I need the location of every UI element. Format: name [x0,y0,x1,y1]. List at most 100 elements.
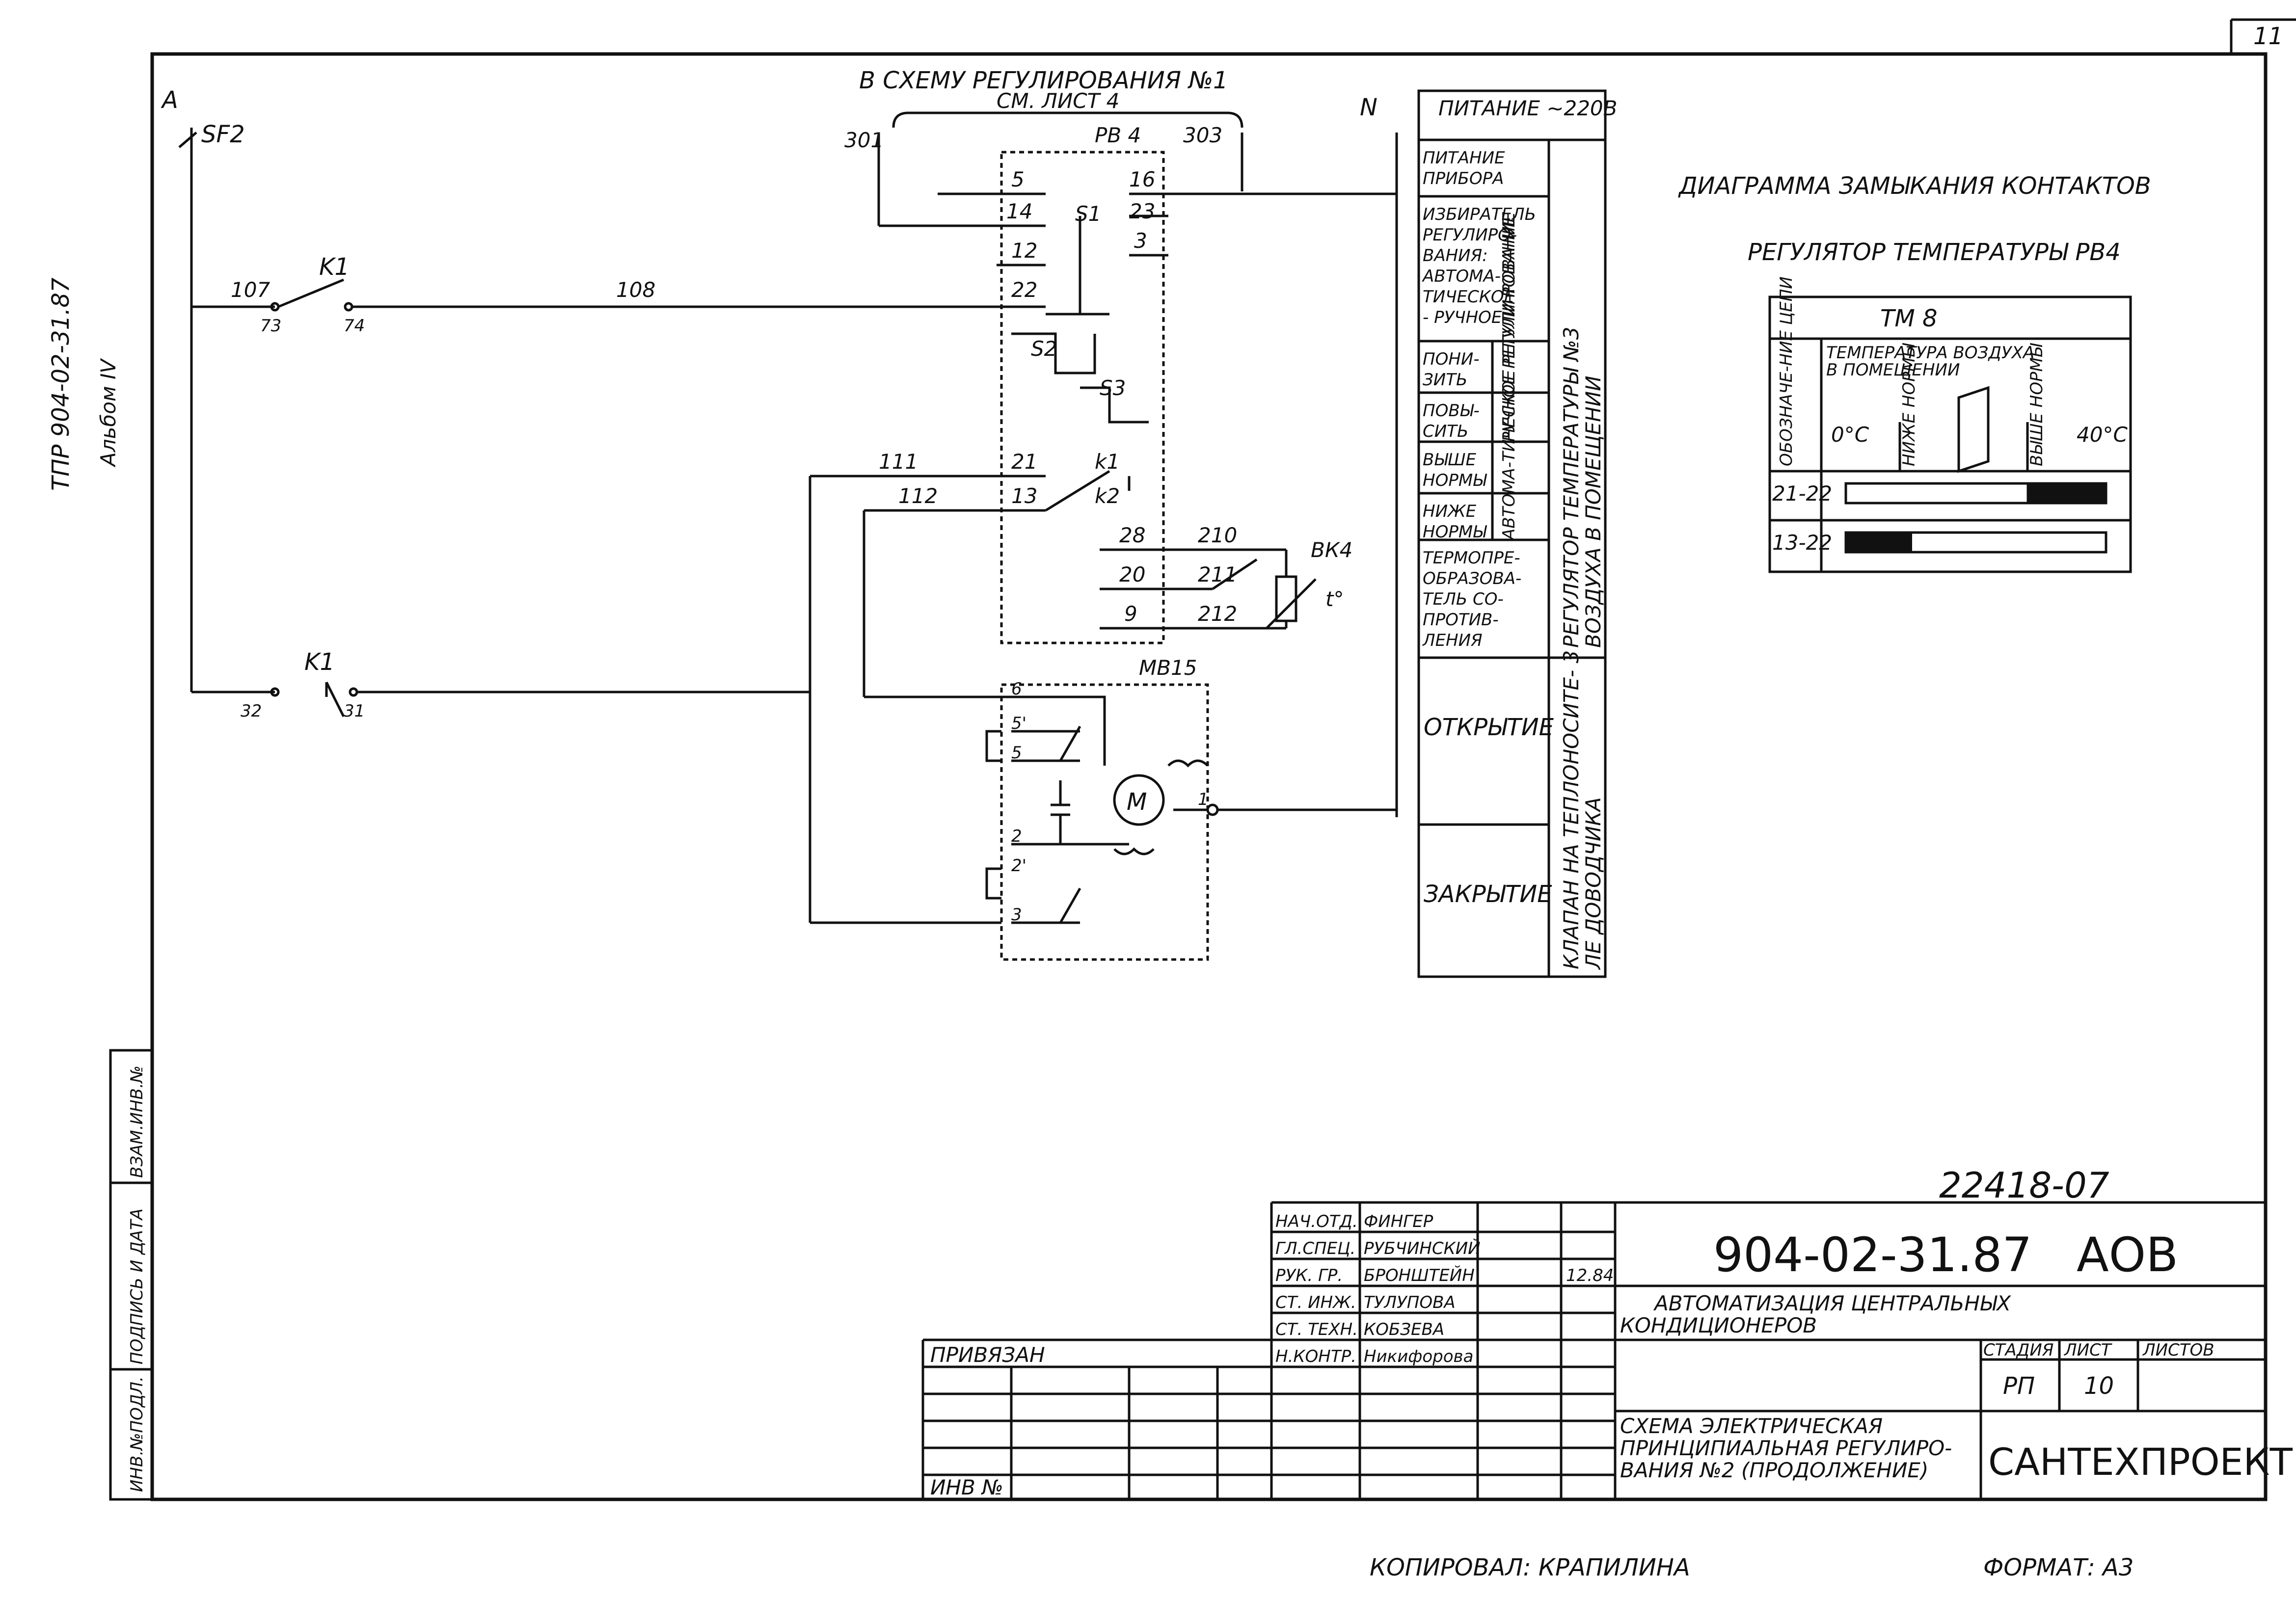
wire-label-108: 108 [616,278,655,302]
side-stamp [109,1049,154,1501]
term-21: 21 [1011,450,1037,474]
drawing-title-1: СХЕМА ЭЛЕКТРИЧЕСКАЯ [1620,1414,1883,1438]
term-9: 9 [1124,602,1137,626]
vert-reg-a: РЕГУЛЯТОР ТЕМПЕРАТУРЫ №3 [1559,327,1583,648]
bracket [892,111,1243,128]
func-row-7-line-0: ОТКРЫТИЕ [1424,714,1554,741]
func-row-4-line-1: НОРМЫ [1423,471,1487,490]
signer-name-3: ТУЛУПОВА [1364,1293,1456,1312]
contact-diagram-subtitle: РЕГУЛЯТОР ТЕМПЕРАТУРЫ РВ4 [1748,239,2121,266]
k1-contact-top [278,278,344,308]
circuit-21-22: 21-22 [1772,481,1832,506]
sheet-label: ЛИСТ [2063,1340,2112,1360]
term-22: 22 [1011,278,1037,302]
copied-by: КОПИРОВАЛ: КРАПИЛИНА [1370,1554,1690,1581]
term-3: 3 [1134,229,1147,253]
contact-32: 32 [241,701,262,721]
project-title-2: КОНДИЦИОНЕРОВ [1620,1313,1817,1337]
header-see-sheet: СМ. ЛИСТ 4 [997,89,1119,113]
side-doc-code: ТПР 904-02-31.87 [47,277,75,491]
term-14: 14 [1006,199,1032,223]
func-row-4-line-0: ВЫШЕ [1423,450,1477,470]
bound-label: ПРИВЯЗАН [930,1343,1045,1367]
vert-valve-a: КЛАПАН НА ТЕПЛОНОСИТЕ- 3 [1559,650,1583,969]
contact-74: 74 [344,316,365,336]
wire-label-301: 301 [844,128,884,152]
wire-label-112: 112 [898,484,938,508]
term-20: 20 [1119,562,1145,587]
func-row-3-line-1: СИТЬ [1423,422,1468,441]
func-row-3-line-0: ПОВЫ- [1423,401,1480,421]
label-k1-top: K1 [319,253,350,281]
drawing-title-2: ПРИНЦИПИАЛЬНАЯ РЕГУЛИРО- [1620,1436,1952,1460]
stage-label: СТАДИЯ [1983,1340,2053,1360]
below-norm: НИЖЕ НОРМЫ [1899,343,1919,466]
motor-term-1: 1 [1198,790,1209,809]
stamp-repl-inv: ВЗАМ.ИНВ.№ [127,1066,147,1178]
stamp-inv-orig: ИНВ.№ПОДЛ. [127,1376,147,1492]
func-row-5-line-0: НИЖЕ [1423,502,1477,521]
switch-s1: S1 [1075,202,1101,226]
function-table-text: ПИТАНИЕ ~220В ПИТАНИЕПРИБОРАИЗБИРАТЕЛЬРЕ… [1422,96,1617,908]
paper-format: ФОРМАТ: А3 [1983,1554,2134,1581]
signer-name-4: КОБЗЕВА [1364,1320,1444,1339]
term-23: 23 [1129,199,1155,223]
mid-manual: РУЧНОЕ РЕГУЛИ-РОВАНИЕ [1499,215,1519,442]
col-temp2: В ПОМЕЩЕНИИ [1826,360,1960,380]
drawing-title-3: ВАНИЯ №2 (ПРОДОЛЖЕНИЕ) [1620,1458,1928,1482]
motor-term-2: 2 [1011,827,1022,846]
sf2-switch [178,132,197,148]
above-norm: ВЫШЕ НОРМЫ [2027,343,2047,466]
header-to-scheme: В СХЕМУ РЕГУЛИРОВАНИЯ №1 [859,67,1228,94]
temp-min: 0°С [1831,423,1869,447]
motor-term-5p: 5' [1011,714,1026,733]
func-row-6-line-2: ТЕЛЬ СО- [1423,589,1504,609]
col-temp: ТЕМПЕРАТУРА ВОЗДУХА [1826,343,2034,363]
label-a: A [161,86,178,114]
func-row-1-line-2: ВАНИЯ: [1423,246,1488,266]
rv4-label: РВ 4 [1095,123,1141,147]
func-row-6-line-0: ТЕРМОПРЕ- [1423,548,1520,568]
signer-role-2: РУК. ГР. [1275,1266,1343,1285]
sensor-temp: t° [1325,587,1344,611]
signer-name-2: БРОНШТЕЙН [1364,1265,1475,1285]
wire-label-210: 210 [1198,523,1237,547]
stage-value: РП [2003,1372,2035,1400]
signer-role-3: СТ. ИНЖ. [1275,1293,1356,1312]
switch-s3: S3 [1100,376,1126,400]
vert-reg-b: ВОЗДУХА В ПОМЕЩЕНИИ [1581,375,1605,648]
function-table-grid [1417,89,1607,978]
motor-term-5: 5 [1011,743,1022,763]
wire-label-211: 211 [1198,562,1237,587]
set-code: АОВ [2077,1227,2178,1282]
title-block-grid [921,1201,2266,1499]
project-title-1: АВТОМАТИЗАЦИЯ ЦЕНТРАЛЬНЫХ [1653,1291,2011,1315]
wire-label-111: 111 [879,450,918,474]
col-circuit: ОБОЗНАЧЕ-НИЕ ЦЕПИ [1777,276,1796,466]
signer-name-5: Никифорова [1364,1347,1473,1366]
term-5: 5 [1011,167,1025,191]
sign-date: 12.84 [1566,1266,1614,1285]
contact-k1: k1 [1095,450,1120,474]
sheet-value: 10 [2084,1372,2114,1400]
func-row-6-line-4: ЛЕНИЯ [1422,631,1483,650]
vert-valve-b: ЛЕ ДОВОДЧИКА [1581,797,1605,970]
archive-number: 22418-07 [1939,1165,2109,1206]
func-row-2-line-0: ПОНИ- [1423,349,1480,369]
stamp-sign-date: ПОДПИСЬ И ДАТА [127,1208,147,1364]
signer-name-0: ФИНГЕР [1364,1212,1433,1231]
func-row-2-line-1: ЗИТЬ [1423,370,1467,390]
doc-code: 904-02-31.87 [1713,1227,2032,1282]
inv-label: ИНВ № [930,1475,1003,1499]
circuit-13-22: 13-22 [1772,531,1832,555]
side-album: Альбом IV [96,358,120,468]
power-title: ПИТАНИЕ ~220В [1438,96,1617,120]
wire-label-303: 303 [1183,123,1222,147]
term-13: 13 [1011,484,1037,508]
device-tm8: ТМ 8 [1880,305,1938,332]
switch-s2: S2 [1031,337,1057,361]
wire-label-107: 107 [231,278,270,302]
k1-contact-bot [325,681,345,718]
func-row-0-line-0: ПИТАНИЕ [1423,148,1505,168]
